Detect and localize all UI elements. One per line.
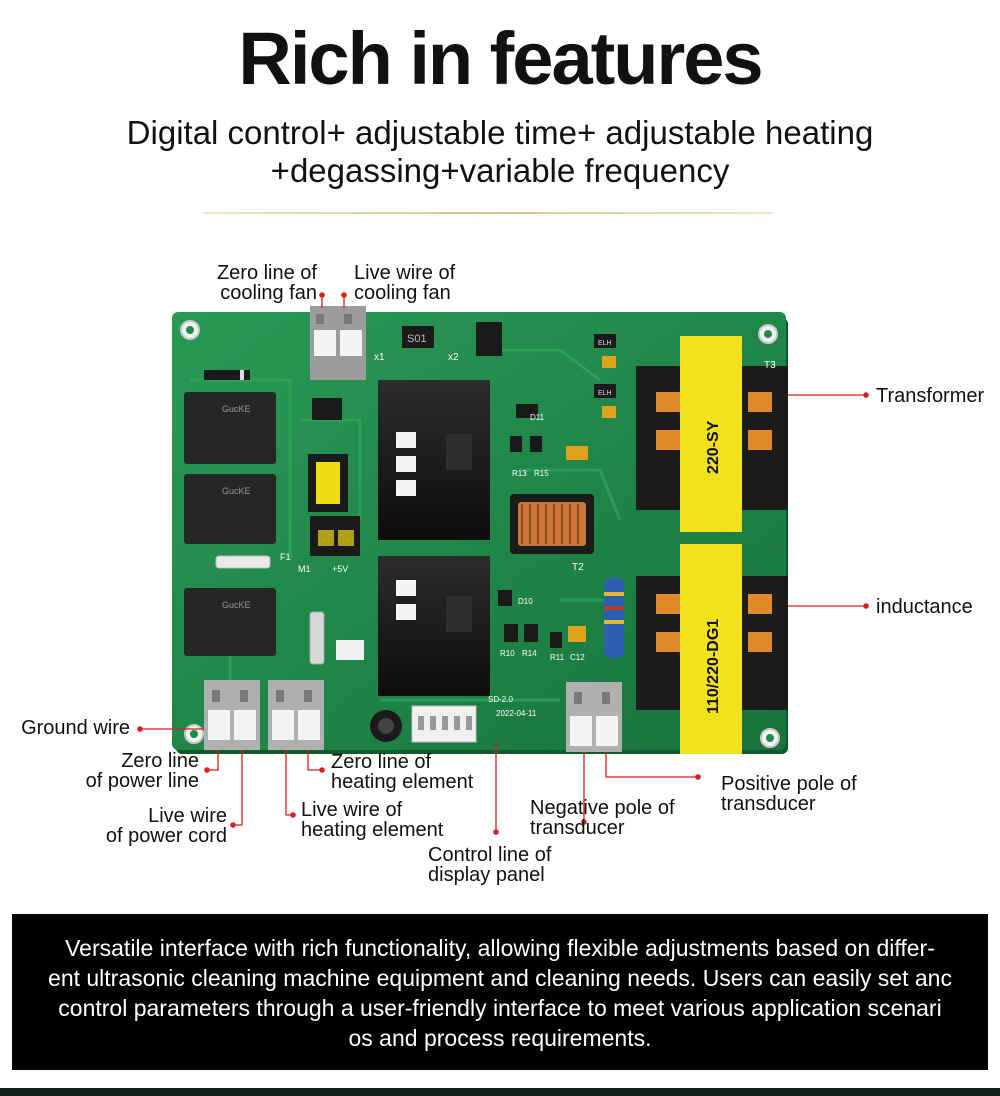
label-live-wire-heating: Live wire of heating element — [301, 799, 444, 841]
marking-r11: R11 — [550, 653, 565, 662]
label-inductance: inductance — [876, 596, 973, 618]
subtitle-line-2: +degassing+variable frequency — [270, 152, 730, 189]
label-live-wire-fan: Live wire of cooling fan — [354, 262, 456, 304]
fan-connector: x1 — [310, 306, 385, 380]
label-negative-pole: Negative pole of transducer — [530, 797, 675, 839]
marking-r10: R10 — [500, 649, 515, 658]
marking-r15: R15 — [534, 469, 549, 478]
marking-m1: M1 — [298, 564, 311, 574]
marking-r14: R14 — [522, 649, 537, 658]
power-terminal — [204, 680, 260, 750]
small-components — [312, 398, 562, 648]
description-line-3: control parameters through a user-friend… — [58, 995, 942, 1021]
page-subtitle: Digital control+ adjustable time+ adjust… — [0, 114, 1000, 190]
coil-t2: T2 — [510, 494, 594, 573]
leader-lines — [140, 295, 866, 832]
inductance-transformer: 110/220-DG1 — [636, 544, 788, 754]
blue-resistor — [604, 578, 624, 658]
leader-dots — [137, 292, 869, 835]
label-positive-pole: Positive pole of transducer — [721, 773, 857, 815]
transducer-terminal — [566, 682, 622, 752]
description-banner: Versatile interface with rich functional… — [12, 914, 988, 1070]
marking-f1: F1 — [280, 552, 291, 562]
label-transformer: Transformer — [876, 385, 985, 407]
page-title: Rich in features — [238, 17, 763, 100]
control-connector: SD-2.0 2022-04-11 — [336, 640, 537, 743]
label-zero-line-power: Zero line of power line — [85, 750, 199, 792]
marking-elh-2: ELH — [598, 390, 612, 397]
marking-220-sy: 220-SY — [705, 420, 722, 474]
marking-c12: C12 — [570, 653, 585, 662]
description-line-1: Versatile interface with rich functional… — [65, 935, 935, 961]
marking-t2: T2 — [572, 562, 584, 573]
relay-group: GucKE GucKE GucKE — [184, 392, 276, 656]
marking-r13: R13 — [512, 469, 527, 478]
bottom-strip — [0, 1088, 1000, 1096]
marking-plus5v: +5V — [332, 564, 348, 574]
marking-t3: T3 — [764, 360, 776, 371]
relay-brand-2: GucKE — [222, 486, 251, 496]
relay-brand-3: GucKE — [222, 600, 251, 610]
main-transformer: 220-SY T3 — [636, 336, 788, 532]
marking-version: SD-2.0 — [488, 695, 513, 704]
heating-terminal — [268, 680, 324, 750]
label-zero-line-heating: Zero line of heating element — [331, 751, 474, 793]
diode — [204, 370, 250, 380]
marking-d11: D11 — [530, 413, 545, 422]
marking-x2: x2 — [448, 352, 459, 363]
label-ground-wire: Ground wire — [21, 717, 130, 739]
marking-110-220-dg1: 110/220-DG1 — [705, 619, 722, 714]
aux-transformer: M1 +5V — [298, 454, 360, 574]
marking-elh-1: ELH — [598, 340, 612, 347]
glass-fuse — [309, 611, 325, 665]
label-live-wire-power: Live wire of power cord — [105, 805, 227, 847]
ceramic-fuse: F1 — [215, 552, 291, 569]
description-line-2: ent ultrasonic cleaning machine equipmen… — [48, 965, 952, 991]
label-control-line: Control line of display panel — [428, 844, 552, 886]
marking-date: 2022-04-11 — [496, 709, 537, 718]
relay-brand-1: GucKE — [222, 404, 251, 414]
label-zero-line-fan: Zero line of cooling fan — [216, 262, 317, 304]
marking-x1: x1 — [374, 352, 385, 363]
marking-s01: S01 — [407, 333, 427, 345]
title-divider — [203, 212, 773, 214]
marking-d10: D10 — [518, 597, 533, 606]
heat-sinks — [378, 380, 490, 696]
description-line-4: os and process requirements. — [348, 1025, 652, 1051]
chip-s01: S01 x2 — [402, 322, 502, 363]
subtitle-line-1: Digital control+ adjustable time+ adjust… — [126, 114, 874, 151]
